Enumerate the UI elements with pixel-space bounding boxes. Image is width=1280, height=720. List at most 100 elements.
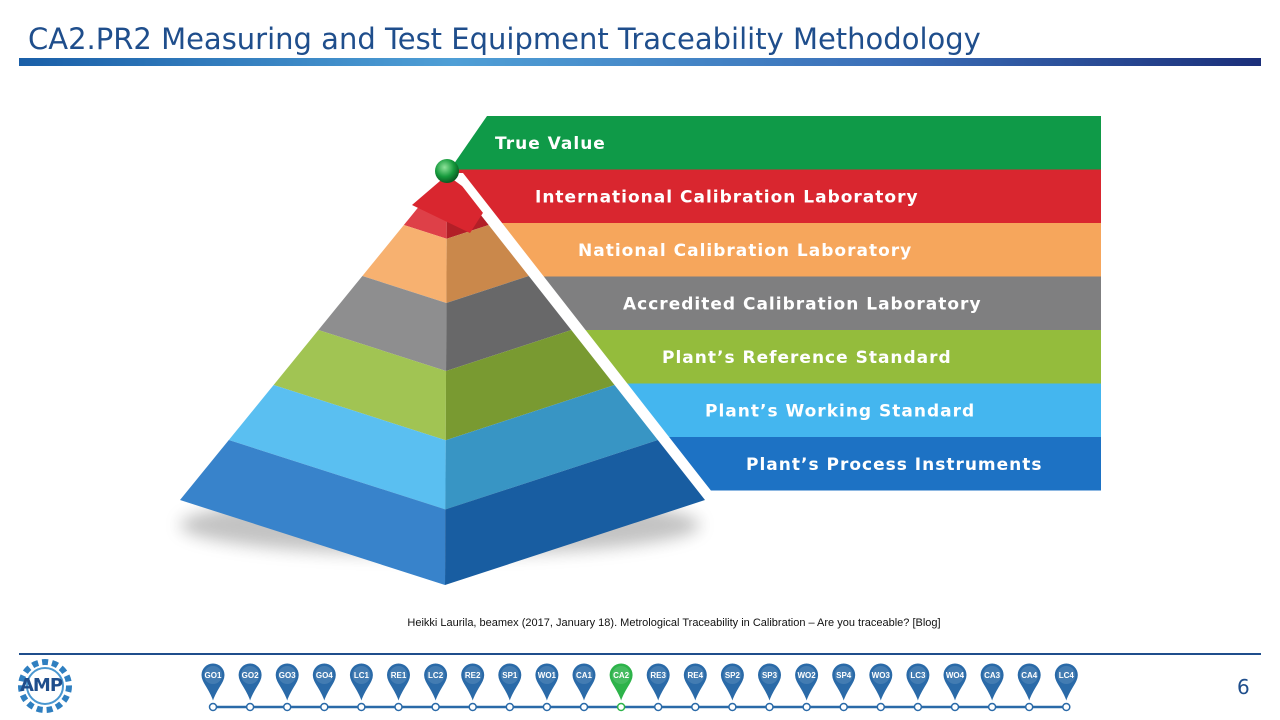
nav-node (839, 702, 848, 712)
pyramid-layer-right-4 (446, 276, 572, 371)
nav-pin-wo4[interactable]: WO4 (942, 662, 968, 704)
nav-pin-go2[interactable]: GO2 (237, 662, 263, 704)
nav-pin-label: LC1 (354, 671, 370, 680)
level-band-5 (581, 330, 1101, 384)
nav-pin-lc1[interactable]: LC1 (348, 662, 374, 704)
pyramid-layer-right-3 (446, 225, 529, 303)
nav-pin-lc4[interactable]: LC4 (1053, 662, 1079, 704)
level-bands (450, 116, 1101, 491)
level-label-7: Plant’s Process Instruments (746, 455, 1043, 475)
amp-logo (18, 659, 72, 713)
level-label-6: Plant’s Working Standard (705, 401, 975, 421)
apex-ball (435, 159, 459, 183)
level-label-2: International Calibration Laboratory (535, 187, 919, 207)
nav-node (802, 702, 811, 712)
level-label-5: Plant’s Reference Standard (662, 348, 952, 368)
nav-pin-sp1[interactable]: SP1 (497, 662, 523, 704)
footer-divider (19, 653, 1261, 655)
nav-node (431, 702, 440, 712)
nav-pin-wo1[interactable]: WO1 (534, 662, 560, 704)
nav-pin-label: SP2 (725, 671, 741, 680)
nav-pin-label: GO2 (242, 671, 259, 680)
pyramid-layer-right-7 (445, 440, 705, 585)
nav-node (542, 702, 552, 712)
pyramid-layer-left-7 (180, 440, 446, 585)
nav-pin-go1[interactable]: GO1 (200, 662, 226, 704)
nav-pin-ca2[interactable]: CA2 (608, 662, 634, 704)
level-label-4: Accredited Calibration Laboratory (623, 294, 982, 314)
nav-pin-re3[interactable]: RE3 (645, 662, 671, 704)
nav-pin-lc3[interactable]: LC3 (905, 662, 931, 704)
level-label-1: True Value (495, 134, 606, 154)
nav-pin-sp3[interactable]: SP3 (756, 662, 783, 704)
divider-stripe (452, 173, 712, 492)
pyramid-layer-right-5 (445, 330, 615, 441)
nav-pin-ca3[interactable]: CA3 (979, 662, 1005, 704)
nav-pin-label: CA2 (613, 671, 630, 680)
nav-pin-go3[interactable]: GO3 (274, 662, 300, 704)
nav-pin-label: RE1 (391, 671, 407, 680)
nav-node (245, 702, 255, 712)
nav-pin-label: GO3 (279, 671, 296, 680)
nav-node (987, 702, 997, 712)
logo-text: AMP (20, 675, 63, 696)
nav-pin-label: WO3 (872, 671, 891, 680)
nav-pin-re4[interactable]: RE4 (682, 662, 708, 704)
title-underline-bar (19, 58, 1261, 66)
nav-pin-ca1[interactable]: CA1 (571, 662, 597, 704)
pyramid-layer-left-5 (273, 330, 447, 441)
nav-pin-wo3[interactable]: WO3 (868, 662, 894, 704)
nav-pin-go4[interactable]: GO4 (311, 662, 337, 704)
nav-pin-label: WO4 (946, 671, 965, 680)
nav-pin-re2[interactable]: RE2 (460, 662, 486, 704)
nav-pin-label: WO1 (538, 671, 557, 680)
pyramid-layer-left-6 (228, 385, 446, 510)
nav-node (913, 702, 923, 712)
level-band-3 (495, 223, 1101, 277)
nav-pin-lc2[interactable]: LC2 (423, 662, 449, 704)
nav-node (653, 702, 663, 712)
nav-pin-label: CA3 (984, 671, 1001, 680)
nav-pin-label: LC3 (910, 671, 926, 680)
nav-node (579, 702, 589, 712)
level-band-4 (538, 276, 1101, 330)
level-band-2 (452, 169, 1101, 223)
level-band-7 (667, 437, 1101, 491)
nav-pin-re1[interactable]: RE1 (385, 662, 412, 704)
nav-pin-label: GO4 (316, 671, 333, 680)
nav-pin-label: RE4 (688, 671, 704, 680)
page-number: 6 (1237, 675, 1250, 699)
nav-pin-label: GO1 (205, 671, 222, 680)
nav-node (1024, 702, 1034, 712)
nav-node (394, 702, 403, 712)
module-navigation: GO1 GO2 GO3 GO4 LC1 RE1 LC2 RE2 SP1 WO1 CA1 CA2 RE3 R… (200, 662, 1079, 712)
nav-pin-label: CA1 (576, 671, 593, 680)
pyramid-layer-right-6 (445, 385, 658, 510)
nav-node (691, 702, 700, 712)
citation: Heikki Laurila, beamex (2017, January 18… (407, 617, 941, 629)
pyramid-layer-left-4 (318, 276, 447, 371)
nav-pin-label: SP1 (502, 671, 518, 680)
nav-pin-wo2[interactable]: WO2 (794, 662, 820, 704)
nav-node (282, 702, 292, 712)
nav-pin-label: LC2 (428, 671, 444, 680)
pyramid-layer-left-3 (362, 225, 447, 303)
slide-title: CA2.PR2 Measuring and Test Equipment Tra… (28, 22, 981, 56)
nav-node (765, 702, 774, 712)
nav-pin-label: SP4 (836, 671, 852, 680)
nav-pin-sp4[interactable]: SP4 (831, 662, 857, 704)
level-band-1 (450, 116, 1101, 170)
nav-node (616, 702, 626, 712)
pyramid-layers (180, 175, 705, 585)
level-band-6 (624, 383, 1101, 437)
nav-node (728, 702, 737, 712)
nav-pin-ca4[interactable]: CA4 (1016, 662, 1042, 704)
pyramid-tip (412, 175, 488, 233)
nav-pin-label: RE2 (465, 671, 481, 680)
nav-pin-label: WO2 (797, 671, 816, 680)
nav-pin-sp2[interactable]: SP2 (719, 662, 745, 704)
nav-node (357, 702, 366, 712)
nav-pin-label: SP3 (762, 671, 778, 680)
nav-pin-label: CA4 (1021, 671, 1038, 680)
